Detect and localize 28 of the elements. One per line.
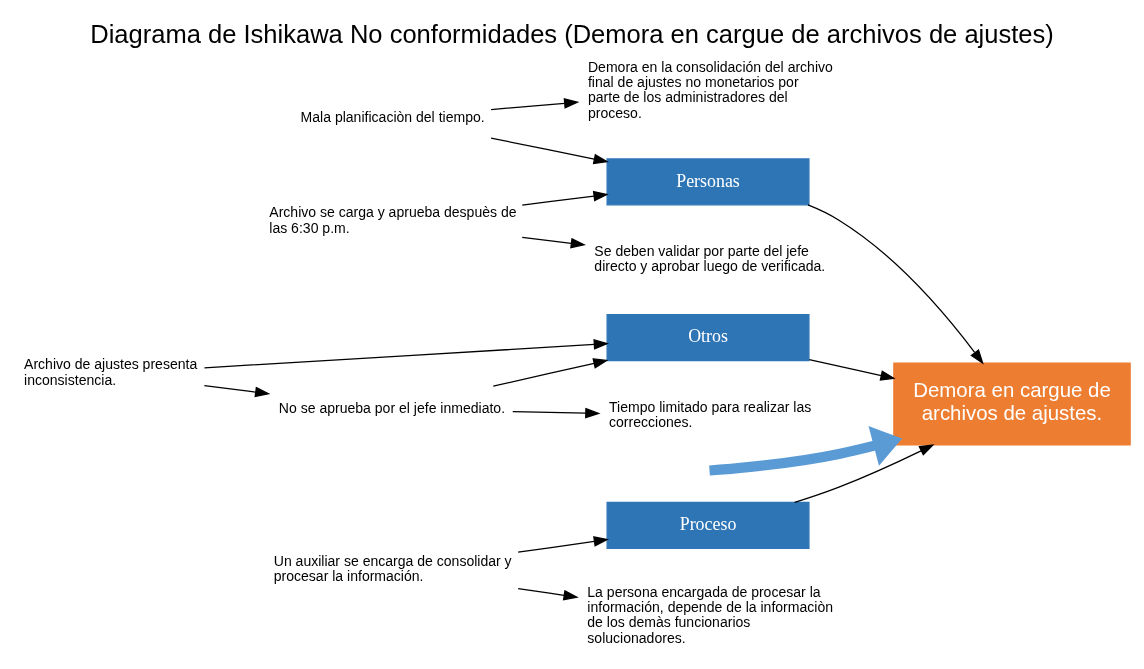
node-text: Mala planificaciòn del tiempo. bbox=[300, 108, 485, 125]
arrow bbox=[490, 137, 609, 165]
arrow bbox=[807, 204, 984, 365]
arrow bbox=[517, 536, 610, 553]
node-box: Demora en cargue de archivos de ajustes. bbox=[893, 362, 1131, 446]
arrow bbox=[521, 236, 587, 249]
arrow bbox=[203, 384, 271, 398]
arrow bbox=[490, 98, 580, 111]
node-box: Personas bbox=[606, 158, 810, 206]
node-text: Un auxiliar se encarga de consolidar y procesar la información. bbox=[273, 553, 512, 585]
arrow bbox=[808, 359, 896, 381]
node-box: Otros bbox=[606, 314, 810, 362]
node-text: Demora en la consolidación del archivo final de ajustes no monetarios por parte de los administradores del proceso. bbox=[587, 58, 833, 121]
node-text: No se aprueba por el jefe inmediato. bbox=[278, 399, 506, 416]
node-text: La persona encargada de procesar la información, depende de la informaciòn de los demàs funcionarios solucionadores. bbox=[587, 583, 834, 646]
node-text: Se deben validar por parte del jefe directo y aprobar luego de verificada. bbox=[594, 242, 826, 275]
node-text: Archivo de ajustes presenta inconsistencia. bbox=[24, 356, 198, 388]
arrow bbox=[794, 444, 935, 503]
arrow bbox=[709, 426, 903, 476]
arrow bbox=[203, 339, 610, 369]
arrow bbox=[512, 407, 601, 419]
arrow bbox=[521, 190, 609, 206]
arrow bbox=[517, 587, 579, 601]
diagram-title: Diagrama de Ishikawa No conformidades (Demora en cargue de archivos de ajustes) bbox=[90, 19, 1054, 48]
node-text: Tiempo limitado para realizar las correcciones. bbox=[609, 398, 812, 430]
arrow bbox=[492, 358, 609, 387]
node-text: Archivo se carga y aprueba despuès de las 6:30 p.m. bbox=[269, 204, 517, 236]
node-box: Proceso bbox=[606, 501, 810, 550]
